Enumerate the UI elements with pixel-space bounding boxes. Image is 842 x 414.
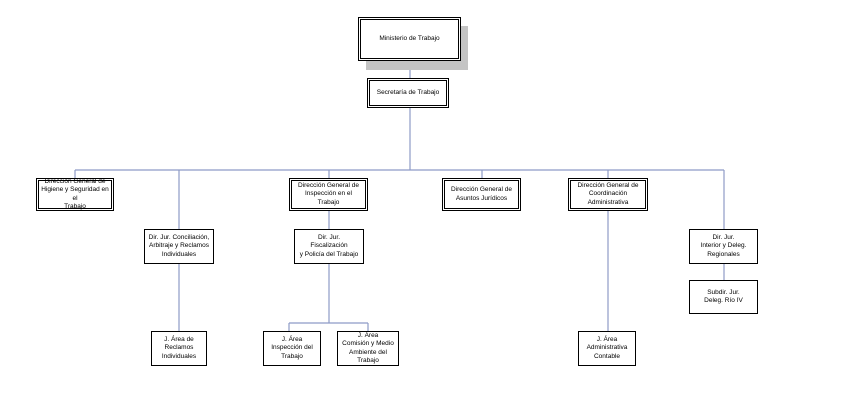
dir-jur-conciliacion-box: Dir. Jur. Conciliación, Arbitraje y Recl… — [144, 229, 214, 264]
direccion-coordinacion-box: Dirección General de Coordinación Admini… — [568, 178, 648, 211]
direccion-inspeccion-box: Dirección General de Inspección en el Tr… — [289, 178, 368, 211]
dir-jur-fiscalizacion-box: Dir. Jur. Fiscalización y Policía del Tr… — [294, 229, 364, 264]
area-comision-box: J. Área Comisión y Medio Ambiente del Tr… — [337, 331, 399, 366]
area-administrativa-box: J. Área Administrativa Contable — [578, 331, 636, 366]
area-reclamos-box: J. Área de Reclamos Individuales — [151, 331, 207, 366]
ministerio-box: Ministerio de Trabajo — [358, 17, 461, 61]
direccion-higiene-box: Dirección General de Higiene y Seguridad… — [36, 178, 114, 211]
direccion-asuntos-box: Dirección General de Asuntos Jurídicos — [442, 178, 521, 211]
area-inspeccion-box: J. Área Inspección del Trabajo — [263, 331, 321, 366]
dir-jur-interior-box: Dir. Jur. Interior y Deleg. Regionales — [689, 229, 758, 264]
subdir-rio-iv-box: Subdir. Jur. Deleg. Río IV — [689, 280, 758, 314]
secretaria-box: Secretaría de Trabajo — [367, 78, 449, 108]
